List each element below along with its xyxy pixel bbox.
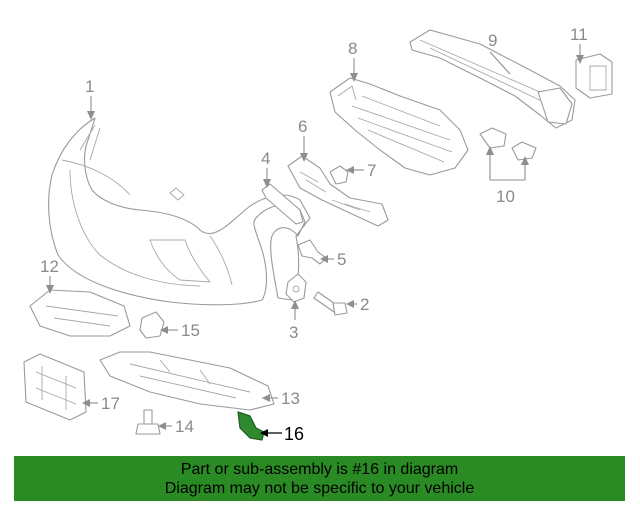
part-16-highlighted — [237, 411, 265, 441]
part-17-plate-bracket — [23, 353, 87, 421]
callout-6: 6 — [298, 117, 307, 136]
callout-15: 15 — [181, 321, 200, 340]
callout-3: 3 — [289, 323, 298, 342]
callout-labels: 1 2 3 4 5 6 7 8 9 10 11 12 13 14 15 16 1… — [40, 25, 588, 444]
callout-1: 1 — [85, 77, 94, 96]
part-14-bolt — [135, 409, 161, 435]
part-13-under-cover — [99, 351, 275, 411]
info-banner: Part or sub-assembly is #16 in diagram D… — [14, 456, 625, 501]
part-3-bracket — [285, 273, 307, 303]
banner-line-2: Diagram may not be specific to your vehi… — [164, 480, 475, 497]
callout-16: 16 — [284, 424, 304, 444]
callout-5: 5 — [337, 250, 346, 269]
part-12-splash-shield — [29, 289, 131, 337]
callout-17: 17 — [101, 394, 120, 413]
part-4-retainer — [261, 183, 304, 225]
callout-8: 8 — [348, 39, 357, 58]
callout-7: 7 — [367, 161, 376, 180]
part-10-bolts — [479, 127, 537, 161]
callout-9: 9 — [488, 31, 497, 50]
callout-14: 14 — [175, 417, 194, 436]
callout-2: 2 — [360, 295, 369, 314]
part-8-grille — [329, 77, 469, 176]
part-7-clip — [329, 165, 349, 185]
banner-line-1: Part or sub-assembly is #16 in diagram — [180, 461, 459, 478]
arrowheads — [46, 55, 584, 437]
part-1-bumper-cover — [48, 117, 311, 306]
callout-10: 10 — [496, 187, 515, 206]
parts-diagram: 1 2 3 4 5 6 7 8 9 10 11 12 13 14 15 16 1… — [23, 25, 613, 444]
callout-4: 4 — [261, 149, 270, 168]
callout-13: 13 — [281, 389, 300, 408]
part-11-bracket — [575, 53, 613, 99]
part-5-clip — [297, 239, 327, 265]
part-2-bolt — [313, 291, 348, 316]
callout-11: 11 — [570, 25, 588, 44]
part-15-clip — [139, 311, 165, 339]
part-9-reinforcement — [409, 29, 576, 129]
part-6-side-bracket — [287, 155, 389, 227]
callout-12: 12 — [40, 257, 59, 276]
